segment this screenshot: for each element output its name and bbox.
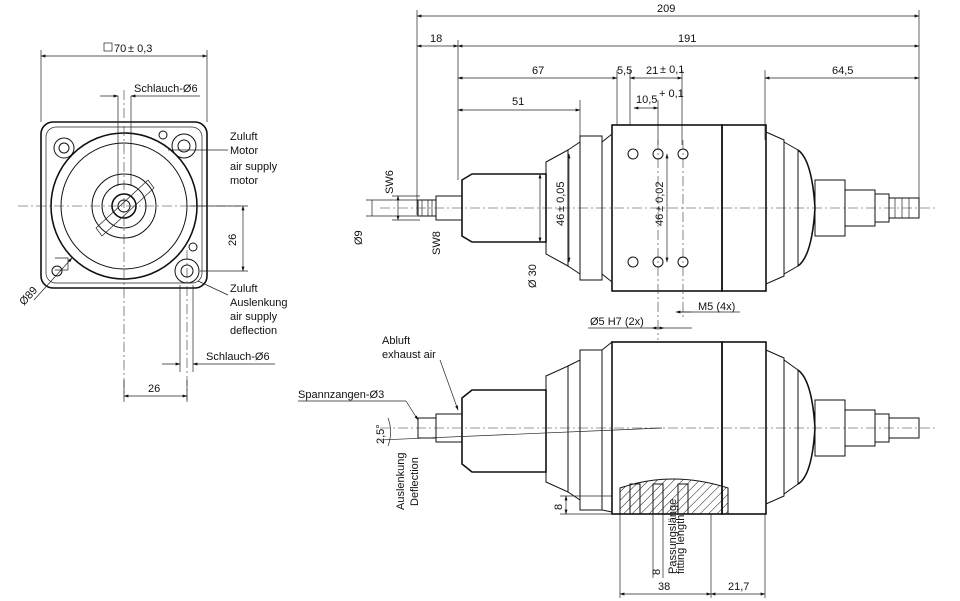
dim-8-left: 8: [553, 504, 565, 510]
dim-square-70: 70: [114, 43, 126, 55]
dim-5-5: 5,5: [617, 65, 632, 77]
label-collet-diameter-3: Spannzangen-Ø3: [298, 389, 384, 401]
dim-diameter-89: Ø89: [17, 285, 40, 308]
dim-67: 67: [532, 65, 544, 77]
dim-46-left-tolerance: ± 0,05: [555, 181, 567, 212]
dim-26-vertical: 26: [227, 234, 239, 246]
label-exhaust-de: Abluft: [382, 335, 410, 347]
dim-square-tolerance: ± 0,3: [128, 43, 152, 55]
dim-51: 51: [512, 96, 524, 108]
label-inlet-deflection-de: Zuluft: [230, 283, 258, 295]
label-m5-4x: M5 (4x): [698, 301, 735, 313]
section-hatch: [619, 478, 729, 515]
label-fitting-length-en: fitting length: [675, 515, 687, 574]
label-inlet-deflection-en: air supply: [230, 311, 278, 323]
dim-191: 191: [678, 33, 696, 45]
label-inlet-motor-en: air supply: [230, 161, 278, 173]
dim-8-bottom: 8: [651, 569, 663, 575]
dim-21-tolerance: ± 0,1: [660, 64, 684, 76]
label-exhaust-en: exhaust air: [382, 349, 436, 361]
dim-diameter-30: Ø 30: [527, 264, 539, 288]
dim-46-right-tolerance: ± 0,02: [654, 181, 666, 212]
dim-209: 209: [657, 3, 675, 15]
dim-angle-2-5: 2,5°: [375, 424, 387, 444]
dim-21: 21: [646, 65, 658, 77]
dim-64-5: 64,5: [832, 65, 853, 77]
label-inlet-motor-en2: motor: [230, 175, 258, 187]
label-hose-top: Schlauch-Ø6: [134, 83, 198, 95]
dim-10-5: 10,5: [636, 94, 657, 106]
dim-46-right: 46: [654, 214, 666, 226]
dim-46-left: 46: [555, 214, 567, 226]
label-deflection-en: Deflection: [409, 457, 421, 506]
corner-hole-top-right: [171, 133, 197, 159]
label-inlet-motor-de2: Motor: [230, 145, 258, 157]
label-diameter-5-h7: Ø5 H7 (2x): [590, 316, 644, 328]
label-deflection-de: Auslenkung: [395, 453, 407, 511]
dim-21-7: 21,7: [728, 581, 749, 593]
dim-diameter-9: Ø9: [353, 230, 365, 245]
dim-26-horizontal: 26: [148, 383, 160, 395]
label-sw8: SW8: [431, 231, 443, 255]
front-view: 70 ± 0,3 Schlauch-Ø6 Zuluft Motor air su…: [17, 42, 288, 402]
dim-18: 18: [430, 33, 442, 45]
side-view: 209 18 191 67 5,5 21 ± 0,1 64,5 10,5 + 0…: [353, 3, 935, 340]
corner-hole-bottom-left: [51, 265, 63, 277]
corner-hole-top-left: [53, 137, 75, 159]
label-hose-bottom: Schlauch-Ø6: [206, 351, 270, 363]
label-fitting-length-de: Passungslänge: [667, 499, 679, 574]
label-inlet-deflection-de2: Auslenkung: [230, 297, 288, 309]
label-inlet-motor-de: Zuluft: [230, 131, 258, 143]
dim-38: 38: [658, 581, 670, 593]
label-inlet-deflection-en2: deflection: [230, 325, 277, 337]
dim-10-5-tolerance: + 0,1: [659, 88, 684, 100]
bottom-view: Abluft exhaust air Spannzangen-Ø3 2,5°: [298, 335, 935, 598]
label-sw6: SW6: [384, 170, 396, 194]
